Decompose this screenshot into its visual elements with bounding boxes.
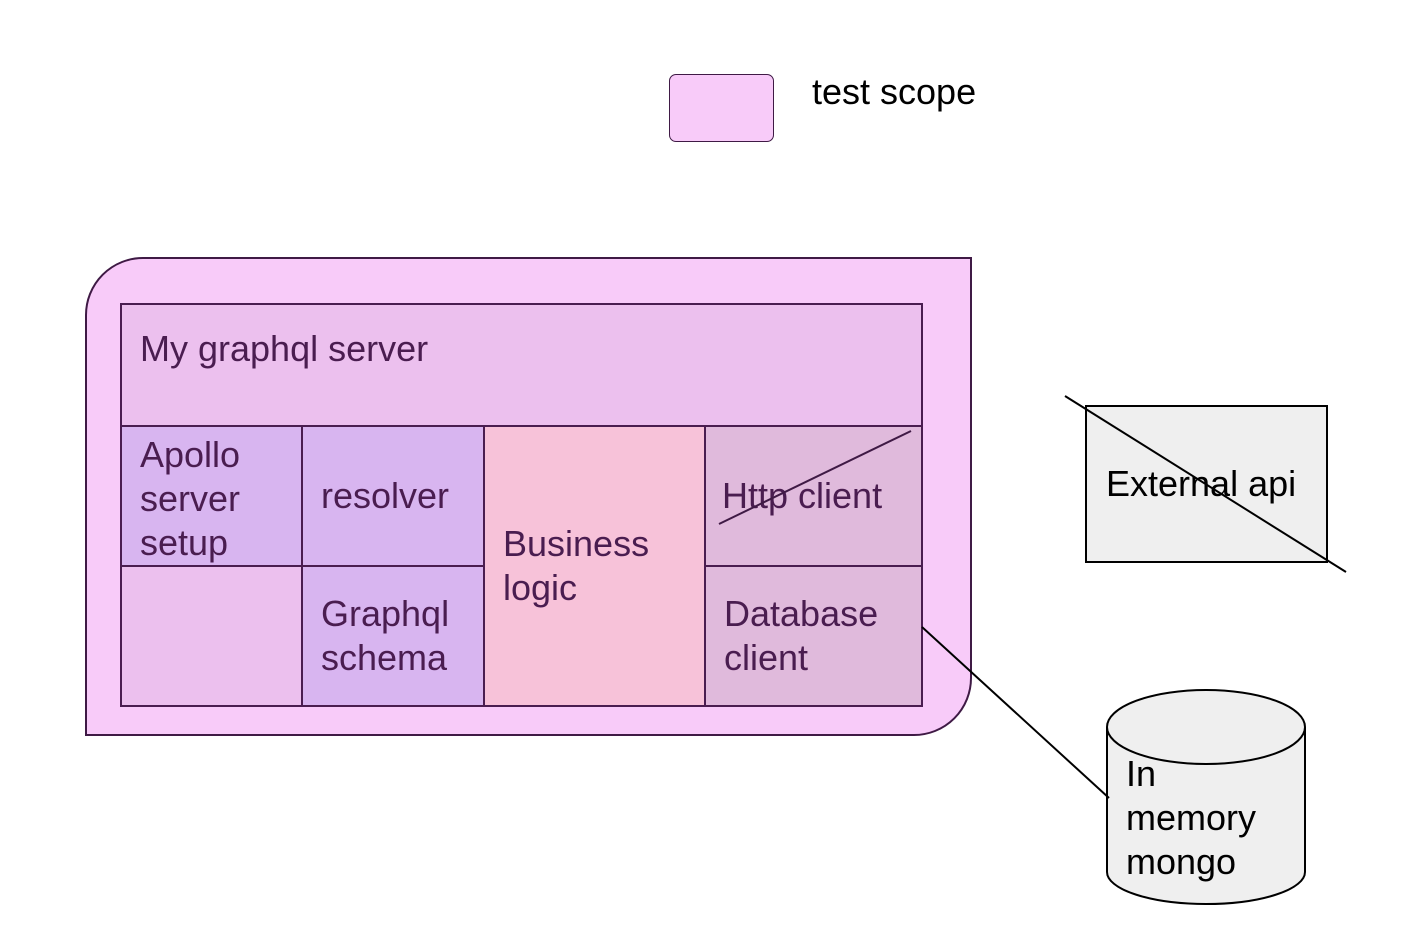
database-client-label: Database client bbox=[724, 593, 879, 678]
empty-cell bbox=[120, 565, 303, 707]
external-api-strike-line bbox=[1064, 395, 1347, 573]
external-api-label: External api bbox=[1106, 463, 1297, 504]
database-client-box: Database client bbox=[704, 565, 923, 707]
graphql-server-box: My graphql server bbox=[120, 303, 923, 427]
http-client-strike-line bbox=[718, 430, 912, 525]
graphql-server-title: My graphql server bbox=[140, 328, 429, 369]
apollo-server-setup-label: Apollo server setup bbox=[140, 434, 241, 563]
business-logic-box: Business logic bbox=[483, 425, 706, 707]
legend-label: test scope bbox=[812, 71, 977, 112]
http-client-box: Http client bbox=[704, 425, 923, 567]
resolver-label: resolver bbox=[321, 475, 450, 516]
in-memory-mongo-label: In memory mongo bbox=[1126, 753, 1257, 882]
graphql-schema-box: Graphql schema bbox=[301, 565, 485, 707]
legend-swatch bbox=[669, 74, 774, 142]
mongo-cylinder bbox=[1106, 689, 1306, 905]
business-logic-label: Business logic bbox=[503, 523, 650, 608]
resolver-box: resolver bbox=[301, 425, 485, 567]
database-connector-line bbox=[921, 626, 1110, 799]
graphql-schema-label: Graphql schema bbox=[321, 593, 450, 678]
